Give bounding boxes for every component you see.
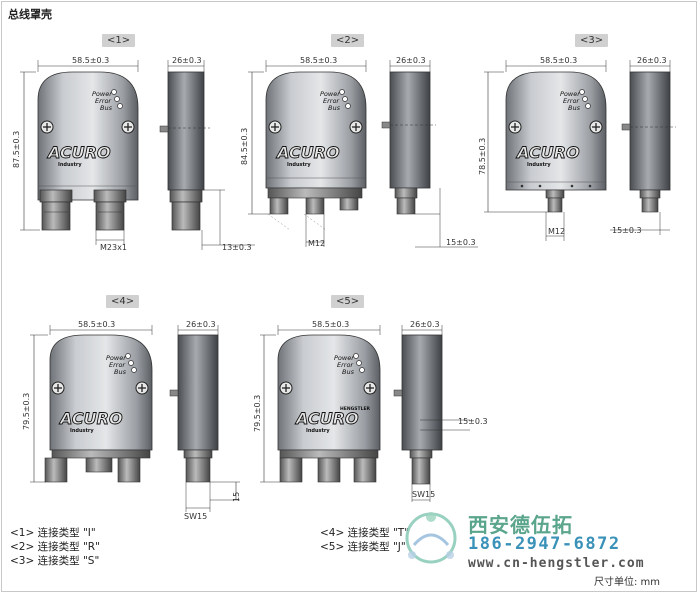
svg-text:Error: Error: [323, 97, 340, 105]
svg-text:Industry: Industry: [527, 162, 551, 168]
variant-5-front-view: Power Error Bus HENGSTLER ACURO Industry: [260, 325, 381, 483]
svg-text:Power: Power: [320, 90, 341, 98]
svg-text:Error: Error: [563, 97, 580, 105]
v2-height-dim: 84.5±0.3: [240, 127, 249, 165]
v3-height-dim: 78.5±0.3: [478, 137, 487, 175]
watermark-company-name: 西安德伍拓: [468, 513, 573, 537]
variant-1-front-view: Power Error Bus ACURO Industry: [20, 60, 139, 245]
v4-side-right-dim: 15: [232, 491, 241, 502]
svg-text:Error: Error: [109, 361, 126, 369]
v1-bottom-dim: M23x1: [100, 243, 127, 252]
v1-side-bottom-dim: 13±0.3: [222, 243, 252, 252]
v3-bottom-dim: M12: [548, 227, 566, 236]
v3-depth-dim: 26±0.3: [637, 56, 667, 65]
variant-1-side-view: [159, 60, 255, 250]
v1-depth-dim: 26±0.3: [172, 56, 202, 65]
v2-side-bottom-dim: 15±0.3: [446, 238, 476, 247]
v1-height-dim: 87.5±0.3: [12, 130, 21, 168]
svg-text:Bus: Bus: [100, 104, 113, 112]
unit-note: 尺寸单位: mm: [594, 577, 661, 588]
svg-text:Error: Error: [95, 97, 112, 105]
v2-width-dim: 58.5±0.3: [300, 56, 338, 65]
v4-side-bottom-dim: SW15: [184, 512, 208, 521]
variant-4-front-view: Power Error Bus ACURO Industry: [30, 325, 153, 483]
variant-3-side-view: [610, 60, 676, 235]
variant-5-side-view: [393, 325, 470, 502]
v1-width-dim: 58.5±0.3: [72, 56, 110, 65]
variant-3-front-view: Power Error Bus ACURO Industry: [484, 60, 607, 241]
led-power-label: Power: [92, 90, 113, 98]
variant-tag-1: <1>: [102, 34, 136, 47]
brand-logo: ACURO: [46, 143, 111, 162]
svg-text:Bus: Bus: [114, 368, 127, 376]
variant-tag-2: <2>: [331, 34, 365, 47]
v2-depth-dim: 26±0.3: [396, 56, 426, 65]
legend-item: <1> 连接类型 "I": [10, 527, 96, 539]
v5-side-bottom-dim: SW15: [412, 490, 436, 499]
watermark-phone: 186-2947-6872: [468, 534, 621, 554]
svg-text:Power: Power: [106, 354, 127, 362]
v4-depth-dim: 26±0.3: [186, 320, 216, 329]
v2-bottom-dim: M12: [308, 239, 326, 248]
v5-height-dim: 79.5±0.3: [253, 394, 262, 432]
svg-text:Industry: Industry: [287, 162, 311, 168]
svg-text:ACURO: ACURO: [294, 409, 359, 428]
svg-text:Industry: Industry: [70, 428, 94, 434]
svg-text:Bus: Bus: [568, 104, 581, 112]
svg-text:Bus: Bus: [342, 368, 355, 376]
legend-item: <2> 连接类型 "R": [10, 541, 100, 553]
watermark-logo-icon: [405, 512, 457, 564]
svg-text:Industry: Industry: [306, 428, 330, 434]
v3-width-dim: 58.5±0.3: [540, 56, 578, 65]
svg-text:HENGSTLER: HENGSTLER: [340, 406, 371, 412]
v4-height-dim: 79.5±0.3: [22, 392, 31, 430]
v5-side-right-dim: 15±0.3: [458, 417, 488, 426]
legend-left: <1> 连接类型 "I" <2> 连接类型 "R" <3> 连接类型 "S": [10, 527, 100, 569]
svg-text:ACURO: ACURO: [515, 143, 580, 162]
v3-side-bottom-dim: 15±0.3: [612, 226, 642, 235]
page-title: 总线罩壳: [8, 8, 52, 21]
variant-tag-4: <4>: [106, 295, 140, 308]
svg-text:ACURO: ACURO: [58, 409, 123, 428]
legend-item: <3> 连接类型 "S": [10, 555, 100, 567]
variant-2-side-view: [381, 60, 478, 248]
v4-width-dim: 58.5±0.3: [78, 320, 116, 329]
svg-text:ACURO: ACURO: [275, 143, 340, 162]
v5-depth-dim: 26±0.3: [410, 320, 440, 329]
variant-tag-3: <3>: [575, 34, 609, 47]
v5-width-dim: 58.5±0.3: [312, 320, 350, 329]
variant-4-side-view: [169, 325, 240, 512]
legend-item: <4> 连接类型 "T": [320, 527, 410, 539]
svg-text:Power: Power: [334, 354, 355, 362]
variant-2-front-view: Power Error Bus ACURO Industry: [248, 60, 367, 247]
svg-text:Industry: Industry: [58, 162, 82, 168]
variant-tag-5: <5>: [331, 295, 365, 308]
legend-item: <5> 连接类型 "J": [320, 541, 406, 553]
svg-text:Power: Power: [560, 90, 581, 98]
legend-right: <4> 连接类型 "T" <5> 连接类型 "J": [320, 527, 409, 555]
svg-text:Bus: Bus: [328, 104, 341, 112]
svg-text:Error: Error: [337, 361, 354, 369]
watermark-url: www.cn-hengstler.com: [468, 556, 645, 571]
